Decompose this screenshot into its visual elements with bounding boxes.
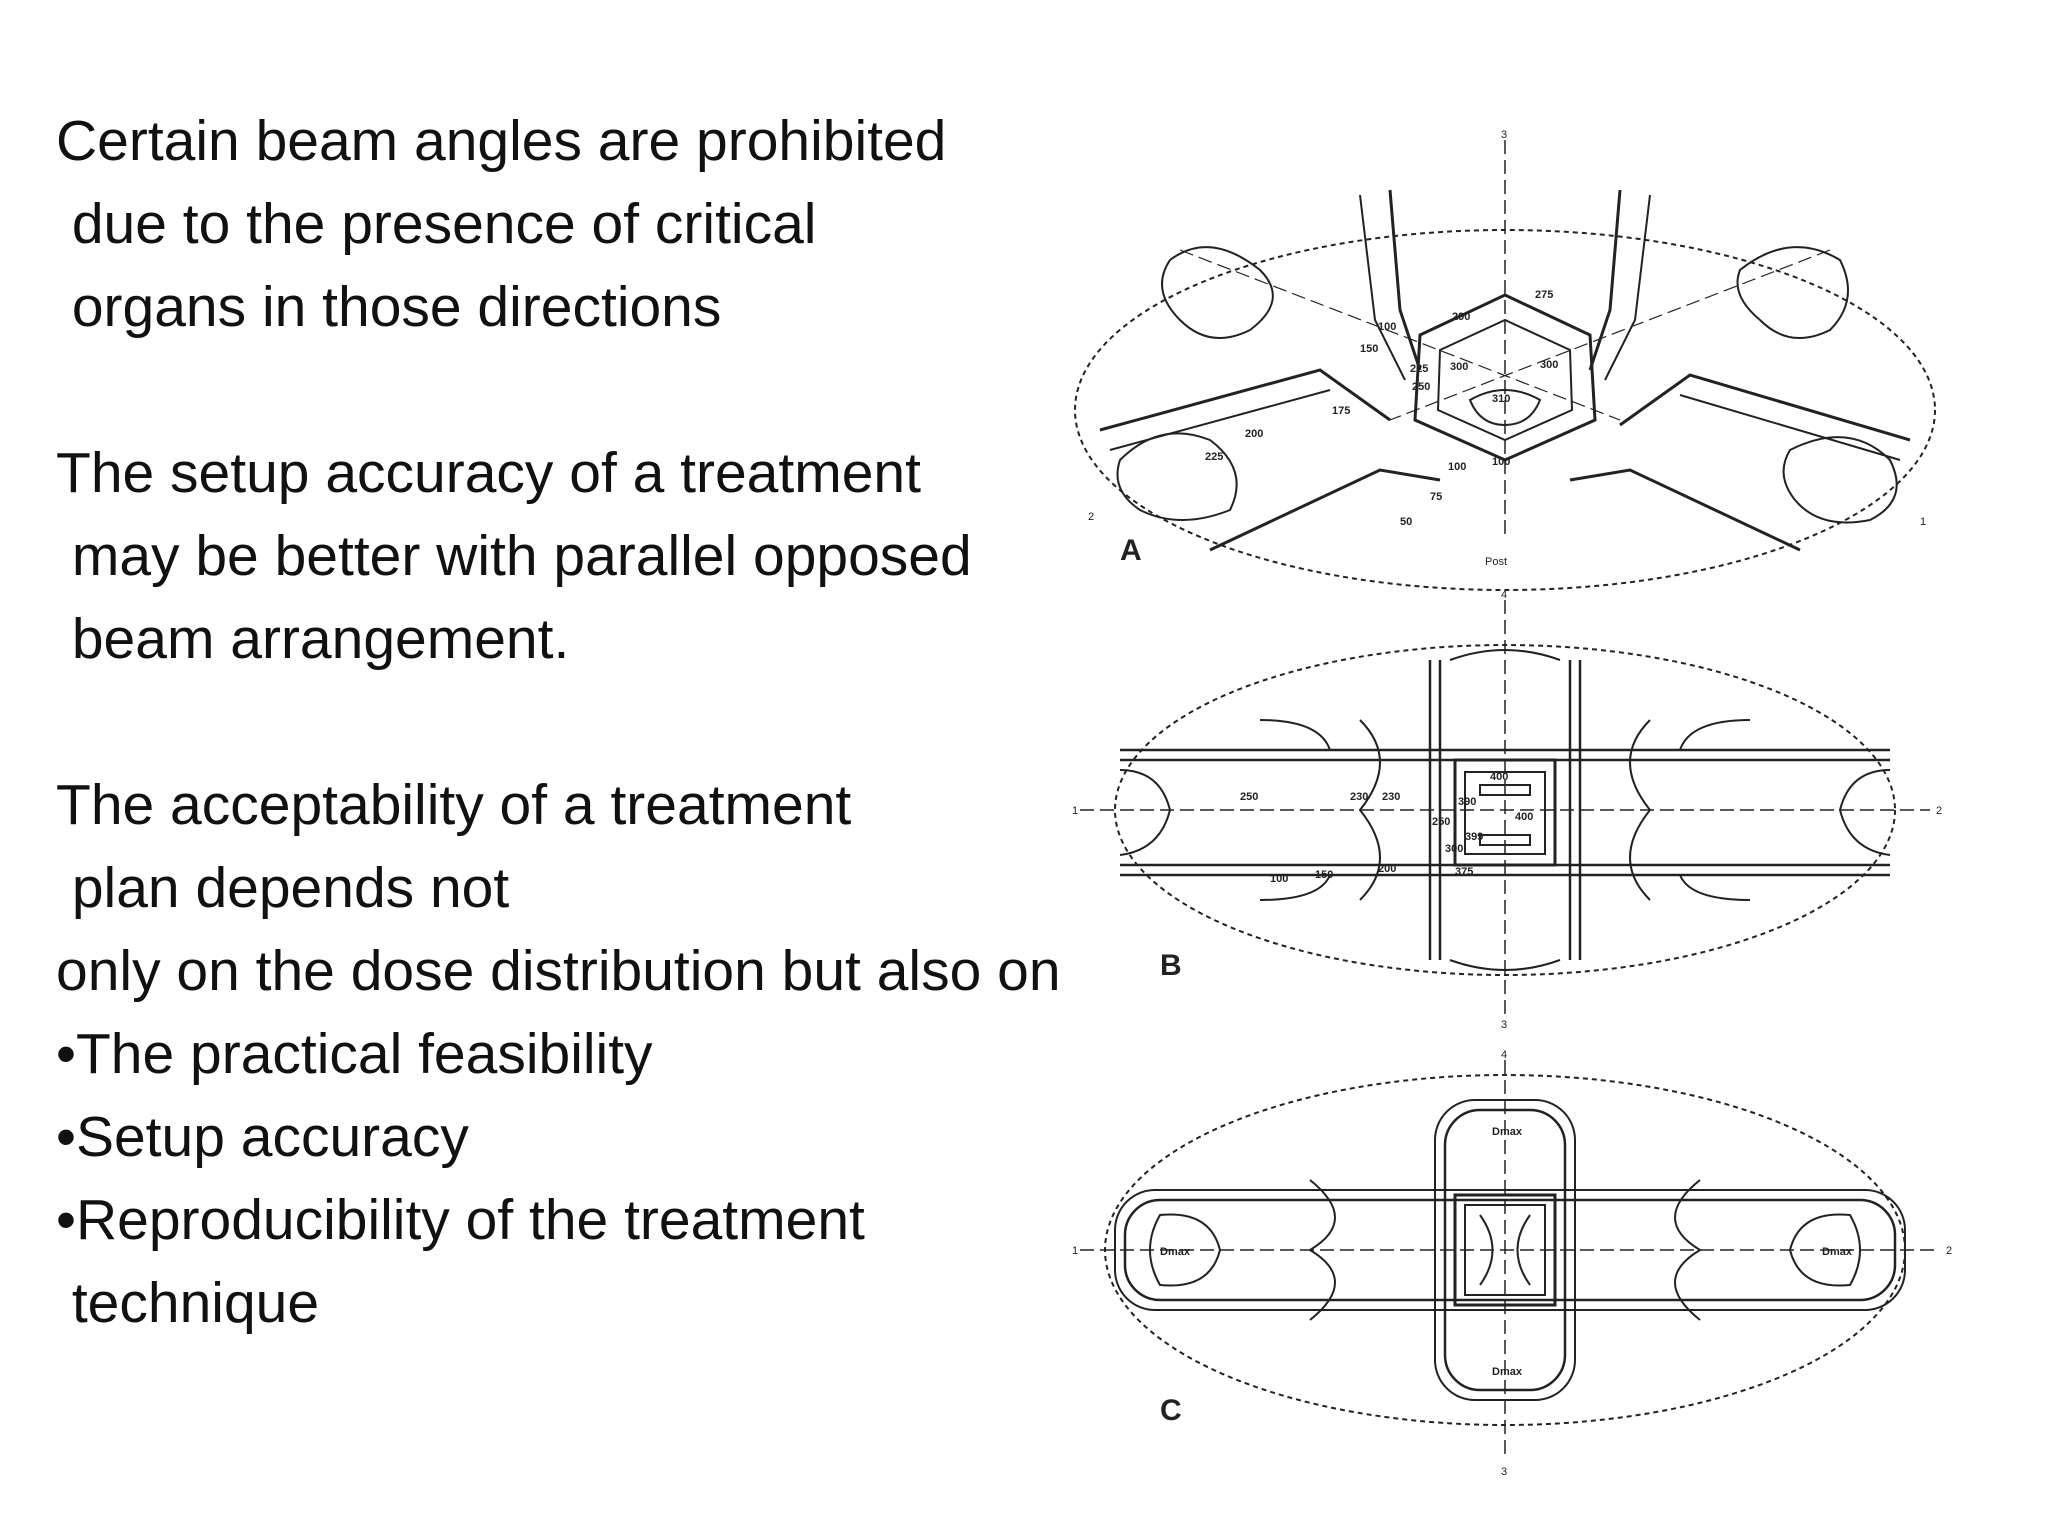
- bullet-item: •The practical feasibility: [56, 1022, 653, 1086]
- isodose-label: 100: [1378, 321, 1396, 333]
- isodose-label: Dmax: [1160, 1246, 1191, 1258]
- slide-text: Certain beam angles are prohibited due t…: [56, 100, 1216, 1345]
- isodose-label: 300: [1445, 843, 1463, 855]
- panel-a-label: A: [1120, 534, 1142, 567]
- isodose-label: 150: [1315, 869, 1333, 881]
- isodose-figure: A Post 3 2 1 275 290 100 150 225 300 300…: [1060, 120, 1980, 1480]
- panel-c: [1080, 1060, 1940, 1460]
- isodose-label: 290: [1452, 311, 1470, 323]
- axis-label: 1: [1920, 516, 1926, 528]
- isodose-label: 399: [1465, 831, 1483, 843]
- isodose-label: Dmax: [1492, 1126, 1523, 1138]
- paragraph-3-line-2: plan depends not: [56, 856, 510, 920]
- isodose-label: 50: [1400, 516, 1412, 528]
- isodose-label: 250: [1412, 381, 1430, 393]
- isodose-label: 200: [1378, 863, 1396, 875]
- panel-b-label: B: [1160, 949, 1182, 982]
- paragraph-3-line-1: The acceptability of a treatment: [56, 773, 852, 837]
- paragraph-2-line-3: beam arrangement.: [56, 607, 570, 671]
- isodose-label: 230: [1382, 791, 1400, 803]
- paragraph-gap: [56, 349, 1216, 432]
- axis-label: 2: [1088, 511, 1094, 523]
- paragraph-1-line-3: organs in those directions: [56, 275, 722, 339]
- bullet-continuation: technique: [56, 1271, 320, 1335]
- isodose-label: 150: [1360, 343, 1378, 355]
- isodose-label: 100: [1270, 873, 1288, 885]
- paragraph-1-line-1: Certain beam angles are prohibited: [56, 109, 947, 173]
- panel-a-caption: Post: [1485, 556, 1507, 568]
- isodose-label: 400: [1515, 811, 1533, 823]
- bullet-item: •Reproducibility of the treatment: [56, 1188, 865, 1252]
- isodose-label: 250: [1432, 816, 1450, 828]
- paragraph-1-line-2: due to the presence of critical: [56, 192, 817, 256]
- isodose-label: 390: [1458, 796, 1476, 808]
- panel-b: [1080, 600, 1930, 1020]
- isodose-figure-svg: A Post 3 2 1 275 290 100 150 225 300 300…: [1072, 129, 1952, 1478]
- panel-a: [1074, 140, 1936, 591]
- isodose-label: 100: [1448, 461, 1466, 473]
- paragraph-2-line-2: may be better with parallel opposed: [56, 524, 972, 588]
- isodose-label: 230: [1350, 791, 1368, 803]
- isodose-label: 375: [1455, 866, 1473, 878]
- paragraph-gap: [56, 681, 1216, 764]
- isodose-label: 310: [1492, 393, 1510, 405]
- isodose-label: 225: [1205, 451, 1223, 463]
- axis-label: 3: [1501, 129, 1507, 141]
- panel-c-label: C: [1160, 1394, 1182, 1427]
- isodose-label: 100: [1492, 456, 1510, 468]
- paragraph-2-line-1: The setup accuracy of a treatment: [56, 441, 921, 505]
- axis-label: 3: [1501, 1019, 1507, 1031]
- isodose-label: 225: [1410, 363, 1428, 375]
- axis-label: 2: [1936, 805, 1942, 817]
- paragraph-3-line-3: only on the dose distribution but also o…: [56, 939, 1061, 1003]
- isodose-label: 175: [1332, 405, 1350, 417]
- axis-label: 3: [1501, 1466, 1507, 1478]
- isodose-label: 400: [1490, 771, 1508, 783]
- axis-label: 1: [1072, 1245, 1078, 1257]
- isodose-label: Dmax: [1822, 1246, 1853, 1258]
- isodose-label: 300: [1450, 361, 1468, 373]
- bullet-item: •Setup accuracy: [56, 1105, 469, 1169]
- axis-label: 2: [1946, 1245, 1952, 1257]
- isodose-label: Dmax: [1492, 1366, 1523, 1378]
- axis-label: 1: [1072, 805, 1078, 817]
- isodose-label: 250: [1240, 791, 1258, 803]
- axis-label: 4: [1501, 589, 1507, 601]
- isodose-label: 75: [1430, 491, 1442, 503]
- axis-label: 4: [1501, 1049, 1507, 1061]
- isodose-label: 300: [1540, 359, 1558, 371]
- isodose-label: 200: [1245, 428, 1263, 440]
- isodose-label: 275: [1535, 289, 1553, 301]
